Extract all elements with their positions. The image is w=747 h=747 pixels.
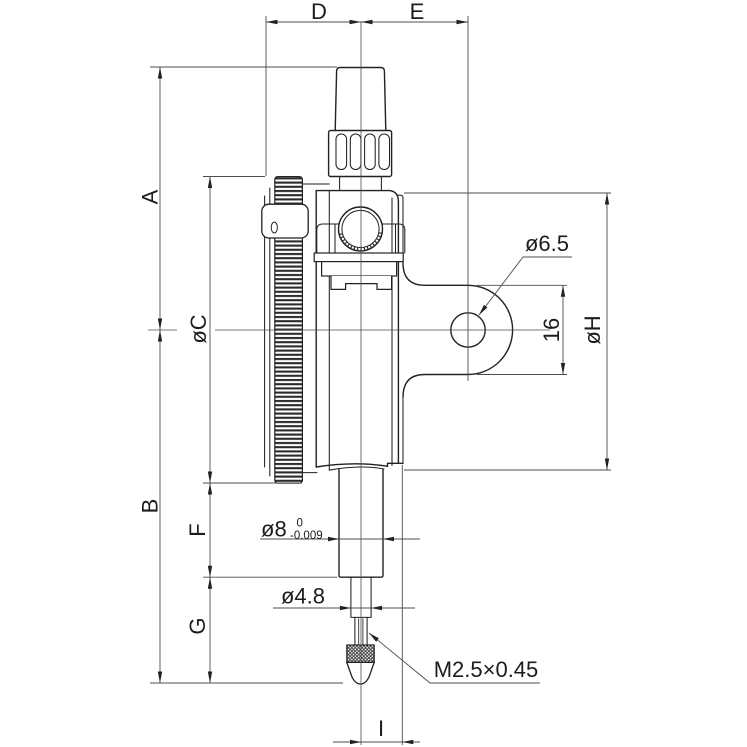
dim-label-g: G xyxy=(185,617,210,634)
contact-knurled-collar xyxy=(346,644,375,663)
fluted-crown xyxy=(327,129,393,192)
label-stem-tol-upper: 0 xyxy=(297,518,303,530)
dimension-lines xyxy=(157,19,610,745)
cap-neck xyxy=(339,175,382,192)
bracket-plate-lower xyxy=(321,261,398,277)
thread-stud xyxy=(354,616,368,646)
dim-label-h: øH xyxy=(580,315,605,344)
dim-label-e: E xyxy=(410,0,425,24)
label-contact-thread: M2.5×0.45 xyxy=(434,657,539,682)
bezel-clamp xyxy=(261,203,309,239)
label-spindle-dia: ø4.8 xyxy=(281,584,325,609)
dimension-labels: D E A B øC F G 16 øH ø6.5 ø8 0 -0.009 ø4… xyxy=(138,0,606,741)
top-cap xyxy=(334,66,387,132)
leader-lug-hole xyxy=(478,256,572,316)
knob-knurl-ticks xyxy=(338,232,383,251)
clamp-slot xyxy=(270,221,278,234)
extension-lines xyxy=(150,16,611,745)
dim-line-i xyxy=(333,739,420,745)
thread-lines xyxy=(358,618,364,645)
label-stem-dia: ø8 xyxy=(261,517,287,542)
flute-slot xyxy=(378,133,391,171)
bracket-plate-upper xyxy=(313,252,404,263)
dim-label-d: D xyxy=(311,0,327,24)
flute-slot xyxy=(364,133,376,171)
dim-label-16: 16 xyxy=(539,318,564,342)
label-backing xyxy=(185,306,208,353)
label-lug-hole-dia: ø6.5 xyxy=(525,231,569,256)
spindle xyxy=(345,576,376,685)
leader-thread xyxy=(368,632,540,684)
dim-label-f: F xyxy=(185,523,210,536)
knurled-knob xyxy=(337,206,384,252)
label-stem-tol-lower: -0.009 xyxy=(290,530,323,542)
dim-line-spindle-dia xyxy=(273,605,415,611)
dim-label-i: I xyxy=(378,716,384,741)
centerlines xyxy=(148,22,550,745)
dim-label-c: øC xyxy=(186,314,211,343)
flute-slot xyxy=(335,133,348,171)
back-plate-edge xyxy=(397,194,404,464)
bezel-body-joints xyxy=(301,183,330,474)
contact-point-tip xyxy=(345,661,376,685)
dim-label-a: A xyxy=(138,189,163,204)
dim-line-stem-dia xyxy=(260,536,420,542)
dim-label-b: B xyxy=(138,499,163,514)
